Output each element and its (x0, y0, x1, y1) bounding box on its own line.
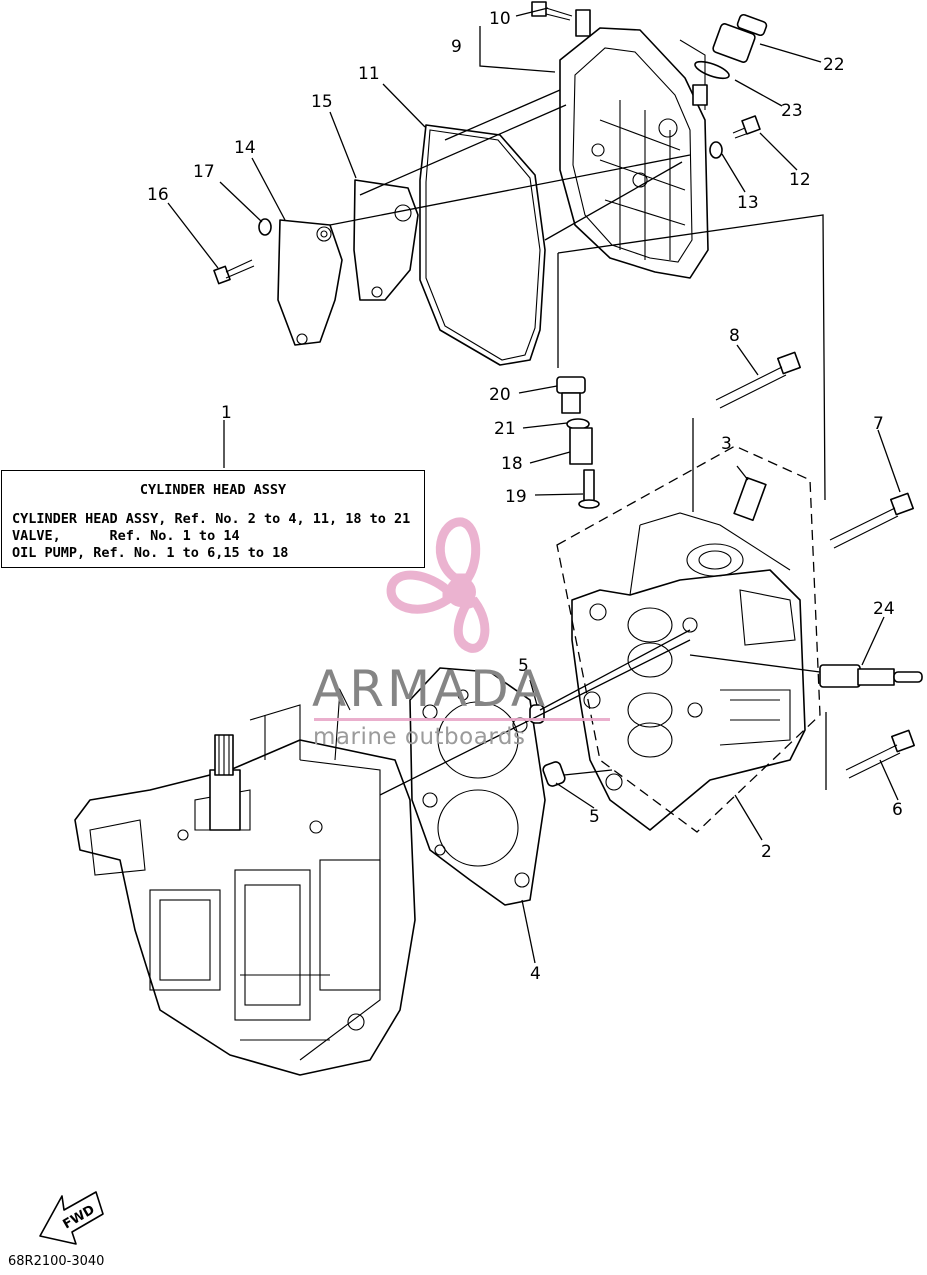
callout-18: 18 (501, 454, 523, 474)
callout-1: 1 (221, 403, 232, 423)
document-code: 68R2100-3040 (8, 1254, 105, 1269)
callout-16: 16 (147, 185, 169, 205)
watermark-divider (314, 718, 610, 721)
callout-13: 13 (737, 193, 759, 213)
fwd-arrow-icon (39, 1191, 104, 1245)
callout-19: 19 (505, 487, 527, 507)
oil-pump-plates (277, 179, 419, 346)
callout-7: 7 (873, 414, 884, 434)
head-assy-outline (556, 445, 821, 833)
callout-21: 21 (494, 419, 516, 439)
watermark-tagline: marine outboards (313, 724, 526, 750)
callout-5-lower: 5 (589, 807, 600, 827)
callout-15: 15 (311, 92, 333, 112)
callout-20: 20 (489, 385, 511, 405)
leader-lines (167, 7, 901, 964)
info-box-line: CYLINDER HEAD ASSY, Ref. No. 2 to 4, 11,… (12, 511, 411, 527)
callout-12: 12 (789, 170, 811, 190)
callout-23: 23 (781, 101, 803, 121)
watermark-brand: ARMADA (312, 660, 549, 718)
cylinder-head (571, 512, 806, 831)
callout-11: 11 (358, 64, 380, 84)
info-box-line: OIL PUMP, Ref. No. 1 to 6,15 to 18 (12, 545, 289, 561)
callout-3: 3 (721, 434, 732, 454)
callout-14: 14 (234, 138, 256, 158)
callout-24: 24 (873, 599, 895, 619)
head-gasket (409, 667, 546, 906)
callout-9: 9 (451, 37, 462, 57)
callout-2: 2 (761, 842, 772, 862)
callout-6: 6 (892, 800, 903, 820)
cover-gasket (419, 124, 546, 366)
info-box-line: VALVE, Ref. No. 1 to 14 (12, 528, 240, 544)
fasteners (213, 1, 923, 787)
engine-block (74, 687, 416, 1076)
callout-labels: 1 2 3 4 5 5 6 7 8 9 10 11 12 13 14 15 16… (147, 9, 903, 984)
callout-22: 22 (823, 55, 845, 75)
callout-10: 10 (489, 9, 511, 29)
head-cover (559, 9, 709, 279)
parts-info-box: CYLINDER HEAD ASSY CYLINDER HEAD ASSY, R… (1, 470, 425, 568)
callout-17: 17 (193, 162, 215, 182)
callout-5-upper: 5 (518, 656, 529, 676)
callout-4: 4 (530, 964, 541, 984)
callout-8: 8 (729, 326, 740, 346)
info-box-title: CYLINDER HEAD ASSY (139, 482, 287, 498)
watermark-propeller-icon (386, 517, 490, 653)
